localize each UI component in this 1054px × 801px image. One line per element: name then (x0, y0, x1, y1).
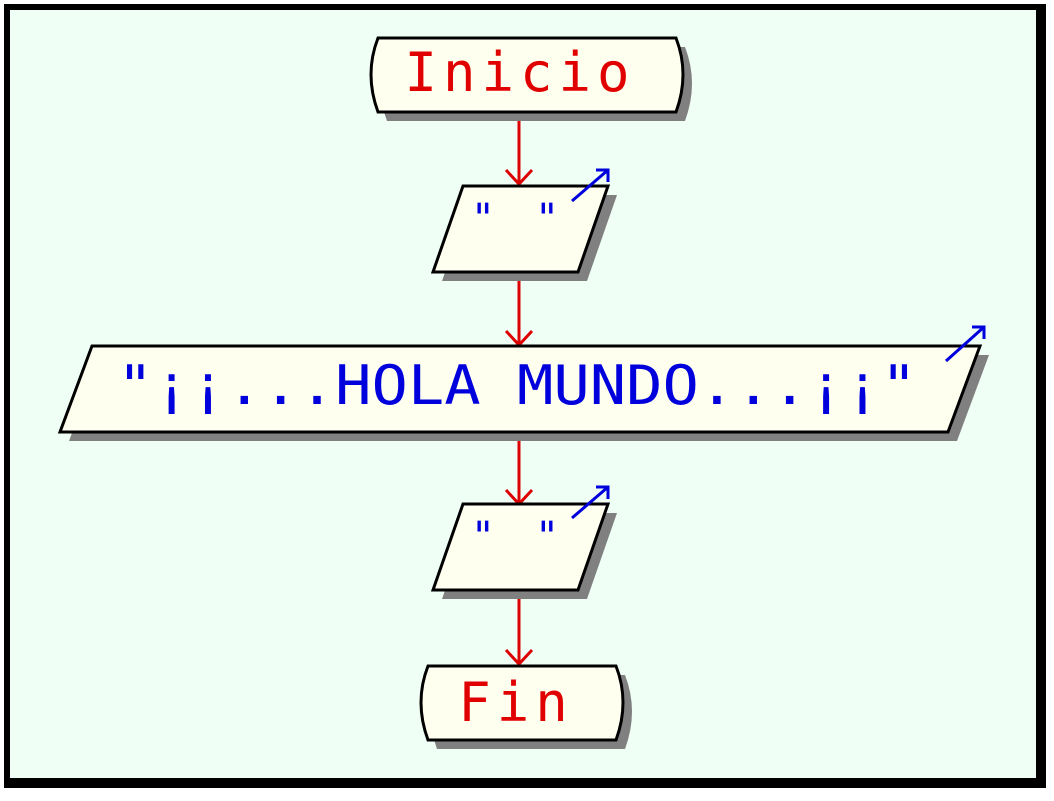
end-terminal-shape (419, 664, 625, 742)
output-1-arrow-icon (571, 168, 610, 203)
output-2[interactable]: "¡¡...HOLA MUNDO...¡¡" (57, 325, 989, 441)
output-3-arrow-icon (571, 485, 610, 520)
end-terminal-label: Fin (458, 671, 574, 734)
output-1[interactable]: " " (430, 168, 617, 281)
output-3-label: " " (471, 514, 567, 560)
start-terminal-shape (369, 36, 685, 114)
output-2-arrow-icon (944, 325, 986, 363)
start-terminal-label: Inicio (404, 41, 635, 104)
output-3[interactable]: " " (430, 485, 617, 599)
start-terminal[interactable]: Inicio (369, 36, 692, 121)
output-2-shape (57, 344, 983, 434)
output-3-shape (430, 502, 611, 592)
arrowhead-4 (504, 648, 534, 667)
end-terminal[interactable]: Fin (419, 664, 632, 749)
output-1-label: " " (471, 196, 567, 242)
output-2-label: "¡¡...HOLA MUNDO...¡¡" (117, 354, 917, 417)
arrowhead-1 (504, 168, 534, 187)
output-1-shape (430, 184, 611, 274)
